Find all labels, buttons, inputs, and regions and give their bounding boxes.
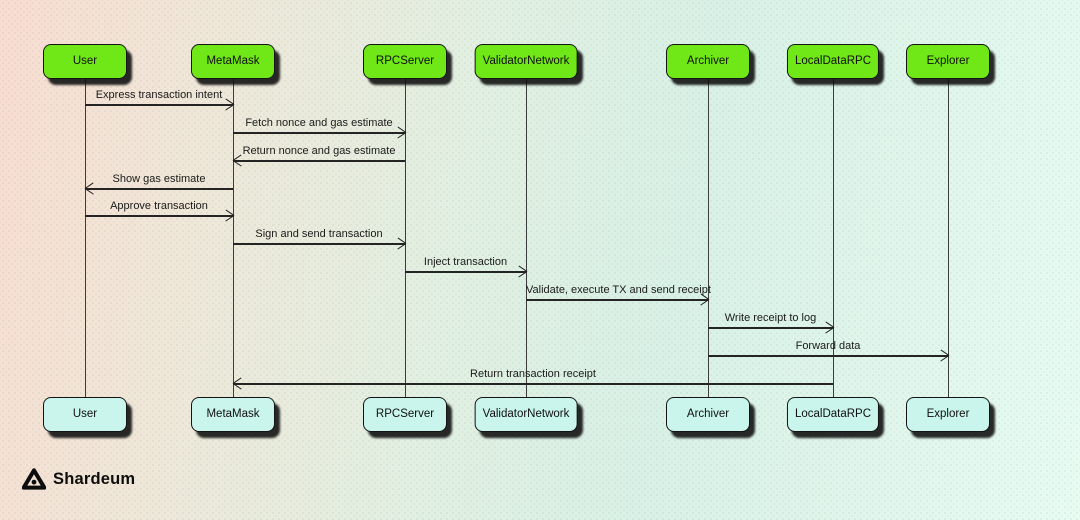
message-label: Express transaction intent (95, 89, 223, 101)
message-line (233, 243, 405, 245)
actor-bottom-rpcserver: RPCServer (363, 397, 447, 432)
actor-bottom-user: User (43, 397, 127, 432)
message-line (526, 299, 708, 301)
message-line (233, 383, 833, 385)
actor-top-metamask: MetaMask (191, 44, 275, 79)
message-line (85, 104, 233, 106)
message-line (233, 132, 405, 134)
message-label: Inject transaction (423, 256, 508, 268)
message-label: Return nonce and gas estimate (242, 145, 396, 157)
actor-bottom-validatornetwork: ValidatorNetwork (474, 397, 578, 432)
actor-top-archiver: Archiver (666, 44, 750, 79)
message-line (85, 215, 233, 217)
message-label: Sign and send transaction (255, 228, 383, 240)
message-label: Approve transaction (110, 200, 208, 212)
lifeline-explorer (947, 79, 949, 397)
actor-top-user: User (43, 44, 127, 79)
message-label: Return transaction receipt (470, 368, 596, 380)
actor-bottom-metamask: MetaMask (191, 397, 275, 432)
actor-bottom-localdatarpc: LocalDataRPC (786, 397, 880, 432)
lifeline-rpcserver (404, 79, 406, 397)
message-line (233, 160, 405, 162)
message-label: Write receipt to log (724, 312, 817, 324)
lifeline-metamask (232, 79, 234, 397)
actor-top-localdatarpc: LocalDataRPC (786, 44, 880, 79)
actor-top-validatornetwork: ValidatorNetwork (474, 44, 578, 79)
lifeline-archiver (707, 79, 709, 397)
message-label: Show gas estimate (112, 173, 206, 185)
message-label: Validate, execute TX and send receipt (526, 284, 711, 296)
actor-top-rpcserver: RPCServer (363, 44, 447, 79)
message-label: Fetch nonce and gas estimate (245, 117, 393, 129)
actor-top-explorer: Explorer (906, 44, 990, 79)
actor-bottom-explorer: Explorer (906, 397, 990, 432)
message-label: Forward data (795, 340, 861, 352)
message-line (85, 188, 233, 190)
lifeline-validatornetwork (525, 79, 527, 397)
message-line (708, 355, 948, 357)
shardeum-logo: Shardeum (22, 468, 135, 490)
lifeline-localdatarpc (832, 79, 834, 397)
lifeline-user (84, 79, 86, 397)
logo-wordmark: Shardeum (53, 469, 136, 488)
message-line (708, 327, 833, 329)
message-line (405, 271, 526, 273)
shardeum-logo-icon (22, 468, 46, 490)
actor-bottom-archiver: Archiver (666, 397, 750, 432)
